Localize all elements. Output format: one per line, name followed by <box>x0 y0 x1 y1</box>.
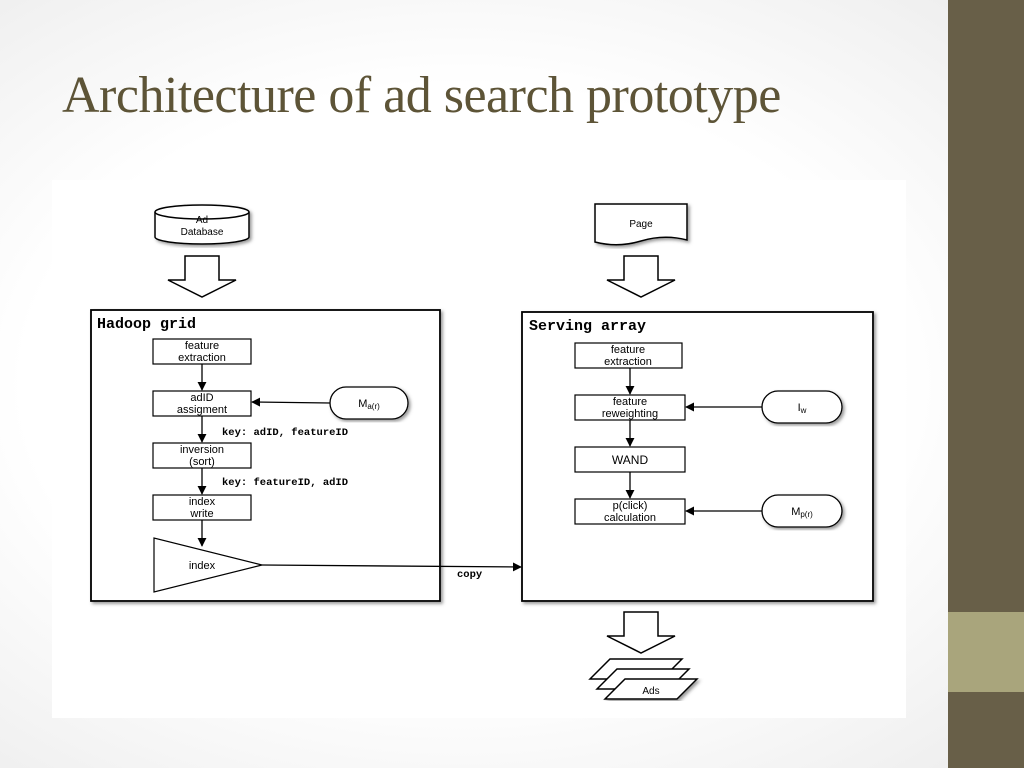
serving-feature-extraction-box <box>574 342 683 369</box>
hadoop-grid-title: Hadoop grid <box>97 316 196 333</box>
model-a-label: Ma(r) <box>358 398 380 411</box>
model-a-arrow <box>251 397 331 407</box>
copy-label: copy <box>457 569 483 581</box>
index-triangle <box>153 537 263 593</box>
feature-reweighting-label-1: feature <box>613 396 647 408</box>
slide-title: Architecture of ad search prototype <box>62 67 781 124</box>
hadoop-feature-extraction-label-1: feature <box>185 340 219 352</box>
serving-feature-extraction-label-1: feature <box>611 344 645 356</box>
copy-arrow <box>261 562 522 572</box>
model-p-sub: p(r) <box>800 510 813 519</box>
feature-reweighting-label-2: reweighting <box>602 408 658 420</box>
key-featureid-adid-label: key: featureID, adID <box>222 477 348 489</box>
iw-sub: w <box>800 406 807 415</box>
model-p-label: Mp(r) <box>791 506 813 519</box>
adid-assignment-label-1: adID <box>190 392 213 404</box>
ad-database-label-2: Database <box>181 227 224 238</box>
key-adid-featureid-label: key: adID, featureID <box>222 427 348 439</box>
serving-feature-extraction-label-2: extraction <box>604 356 652 368</box>
diagram-canvas: Ad Database Page Hadoop grid feature ext… <box>90 203 874 700</box>
inversion-label-2: (sort) <box>189 456 215 468</box>
down-arrow-ad-database <box>167 255 237 298</box>
index-write-label-1: index <box>189 496 216 508</box>
sidebar-accent <box>948 612 1024 692</box>
pclick-label-1: p(click) <box>613 500 648 512</box>
page-label: Page <box>629 219 653 230</box>
pclick-calculation-box <box>574 498 686 525</box>
index-write-box <box>152 494 252 521</box>
wand-label: WAND <box>612 453 649 467</box>
iw-label: Iw <box>798 402 807 415</box>
pclick-label-2: calculation <box>604 512 656 524</box>
model-a-sub: a(r) <box>367 402 380 411</box>
ad-database-node <box>154 204 250 245</box>
serving-array-title: Serving array <box>529 318 646 335</box>
hadoop-grid-box <box>90 309 441 602</box>
hadoop-feature-extraction-label-2: extraction <box>178 352 226 364</box>
ads-doc-front <box>603 678 699 700</box>
index-write-label-2: write <box>189 508 213 520</box>
ad-database-label-1: Ad <box>196 215 208 226</box>
adid-assignment-box <box>152 390 252 417</box>
wand-box <box>574 446 686 473</box>
index-label: index <box>189 560 216 572</box>
down-arrow-page <box>606 255 676 298</box>
hadoop-feature-extraction-box <box>152 338 252 365</box>
model-p-main: M <box>791 506 800 518</box>
inversion-label-1: inversion <box>180 444 224 456</box>
ads-label: Ads <box>642 686 659 697</box>
model-a-main: M <box>358 398 367 410</box>
page-node <box>594 203 688 246</box>
architecture-diagram: Ad Database Page Hadoop grid feature ext… <box>52 180 906 718</box>
iw-main: I <box>798 402 801 414</box>
down-arrow-ads <box>606 611 676 654</box>
adid-assignment-label-2: assigment <box>177 404 227 416</box>
